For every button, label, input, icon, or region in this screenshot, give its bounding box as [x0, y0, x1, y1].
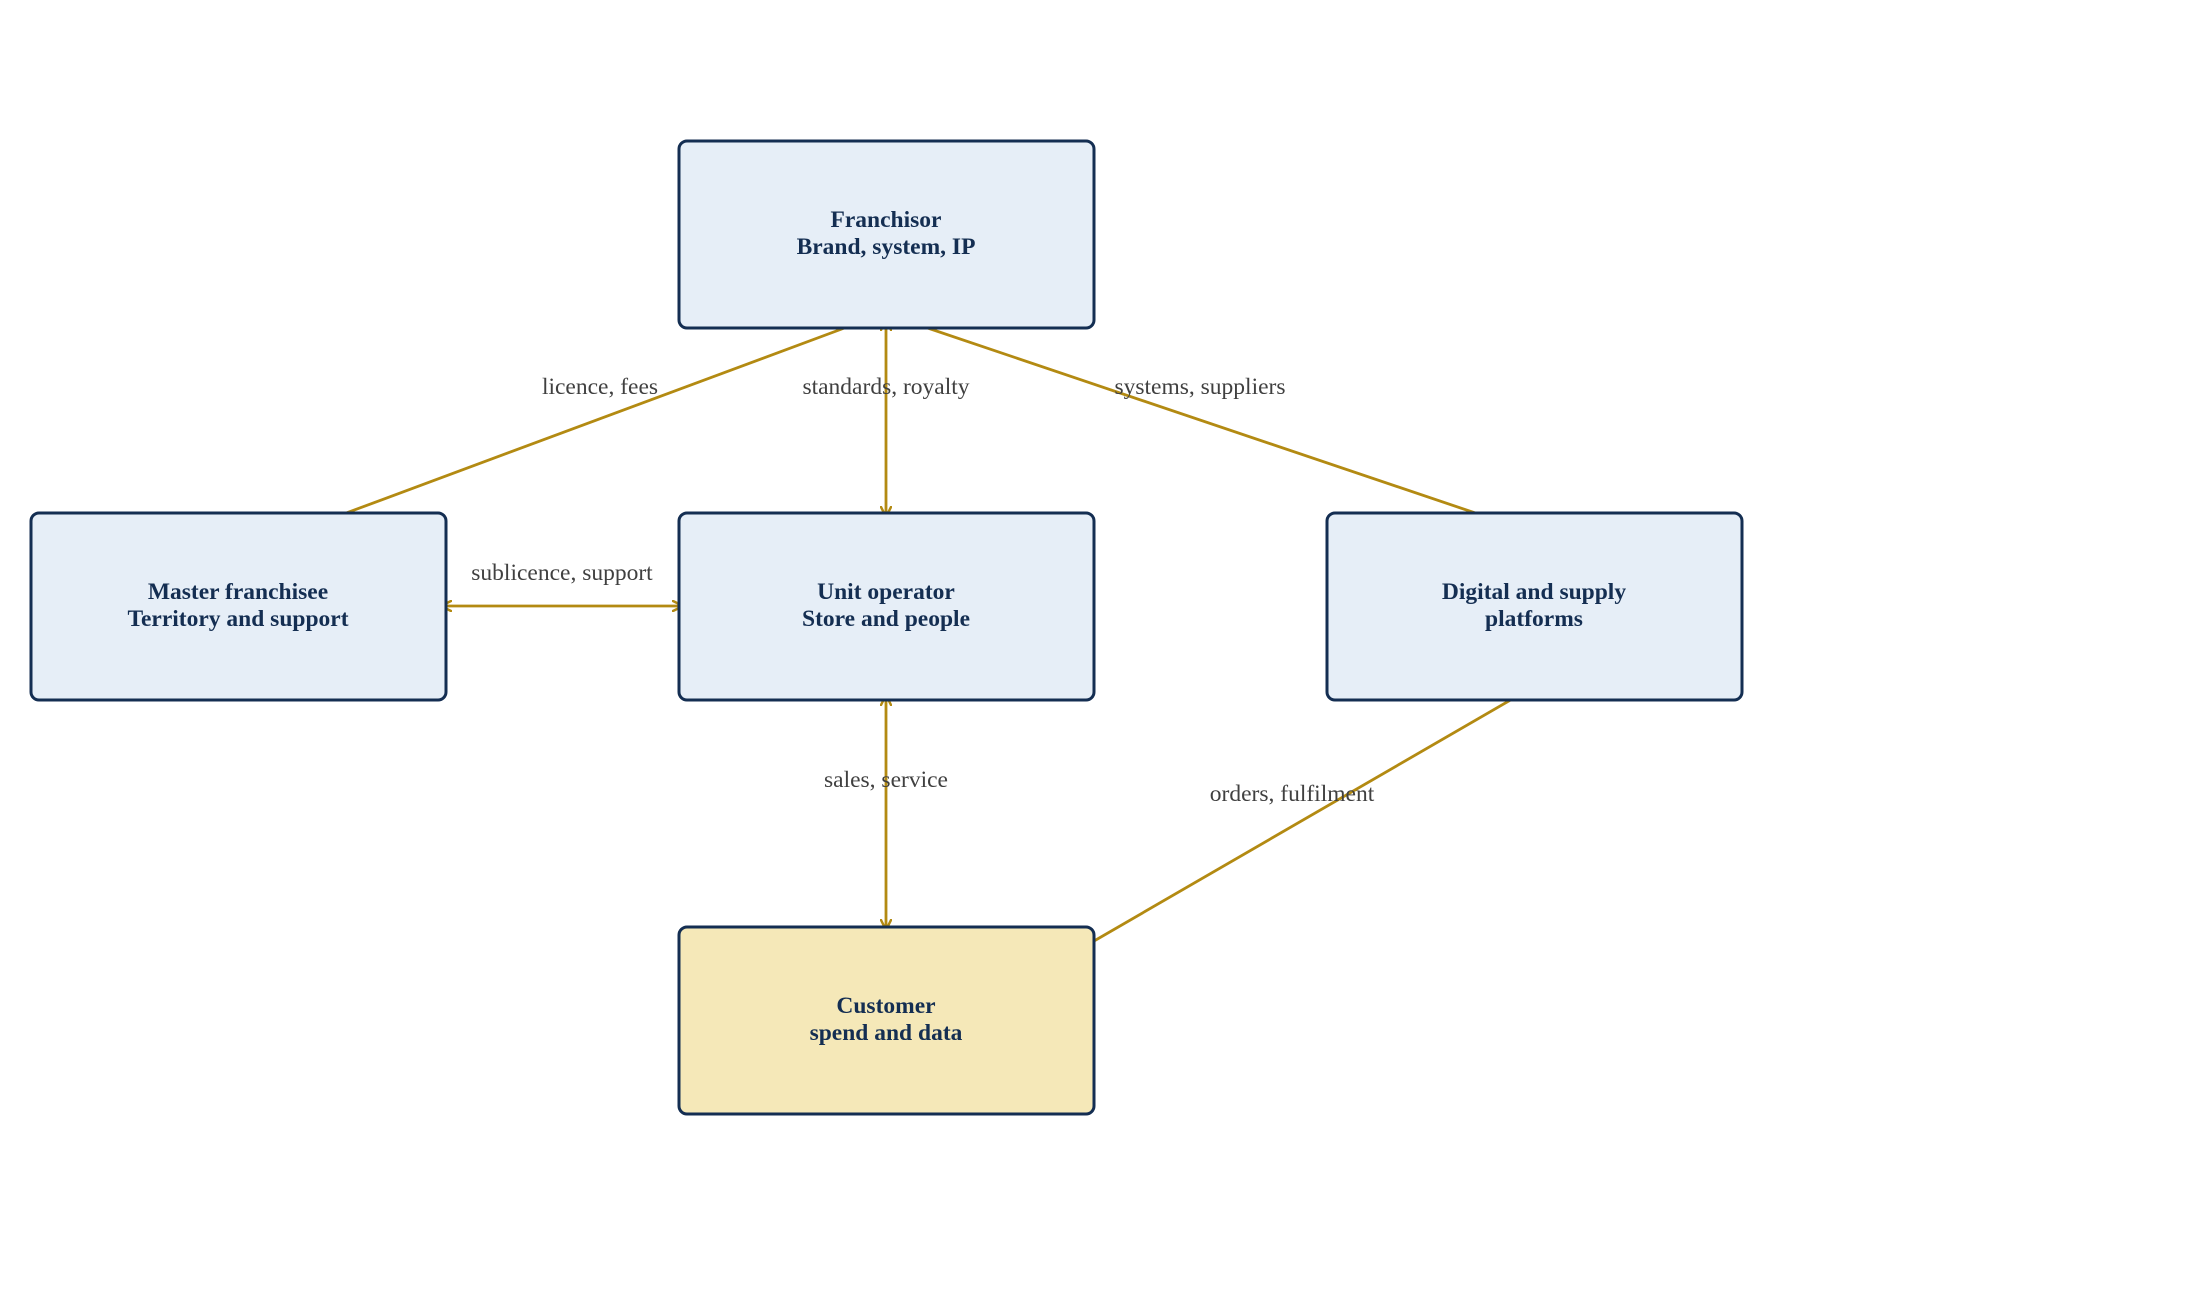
- edge-label-sublicence-support: sublicence, support: [471, 560, 653, 586]
- node-digital-platforms-subtitle: platforms: [1485, 606, 1583, 632]
- node-franchisor: Franchisor Brand, system, IP: [677, 139, 1096, 330]
- node-master-franchisee-subtitle: Territory and support: [127, 606, 348, 632]
- edge-label-sales-service: sales, service: [824, 767, 948, 793]
- node-franchisor-subtitle: Brand, system, IP: [797, 234, 976, 260]
- node-customer-subtitle: spend and data: [810, 1020, 963, 1046]
- node-unit-operator-title: Unit operator: [817, 579, 955, 605]
- edge-label-systems-suppliers: systems, suppliers: [1114, 374, 1285, 400]
- node-master-franchisee: Master franchisee Territory and support: [29, 511, 448, 702]
- node-unit-operator: Unit operator Store and people: [677, 511, 1096, 702]
- edge-digital-customer: [1056, 691, 1526, 963]
- node-digital-platforms-title: Digital and supply: [1442, 579, 1626, 605]
- node-digital-platforms-box: [1325, 511, 1744, 702]
- node-customer-box: [677, 925, 1096, 1116]
- node-digital-platforms: Digital and supply platforms: [1325, 511, 1744, 702]
- node-customer: Customer spend and data: [677, 925, 1096, 1116]
- edge-label-orders-fulfilment: orders, fulfilment: [1210, 781, 1375, 807]
- edge-franchisor-digital: [895, 317, 1505, 523]
- edge-label-licence-fees: licence, fees: [542, 374, 658, 400]
- node-unit-operator-box: [677, 511, 1096, 702]
- edge-labels: licence, fees standards, royalty systems…: [471, 374, 1374, 807]
- node-master-franchisee-title: Master franchisee: [148, 579, 328, 605]
- node-customer-title: Customer: [836, 993, 935, 1019]
- node-unit-operator-subtitle: Store and people: [802, 606, 970, 632]
- node-franchisor-title: Franchisor: [831, 207, 942, 233]
- edges: [322, 317, 1526, 963]
- edge-franchisor-master: [322, 317, 874, 522]
- node-franchisor-box: [677, 139, 1096, 330]
- edge-label-standards-royalty: standards, royalty: [802, 374, 969, 400]
- node-master-franchisee-box: [29, 511, 448, 702]
